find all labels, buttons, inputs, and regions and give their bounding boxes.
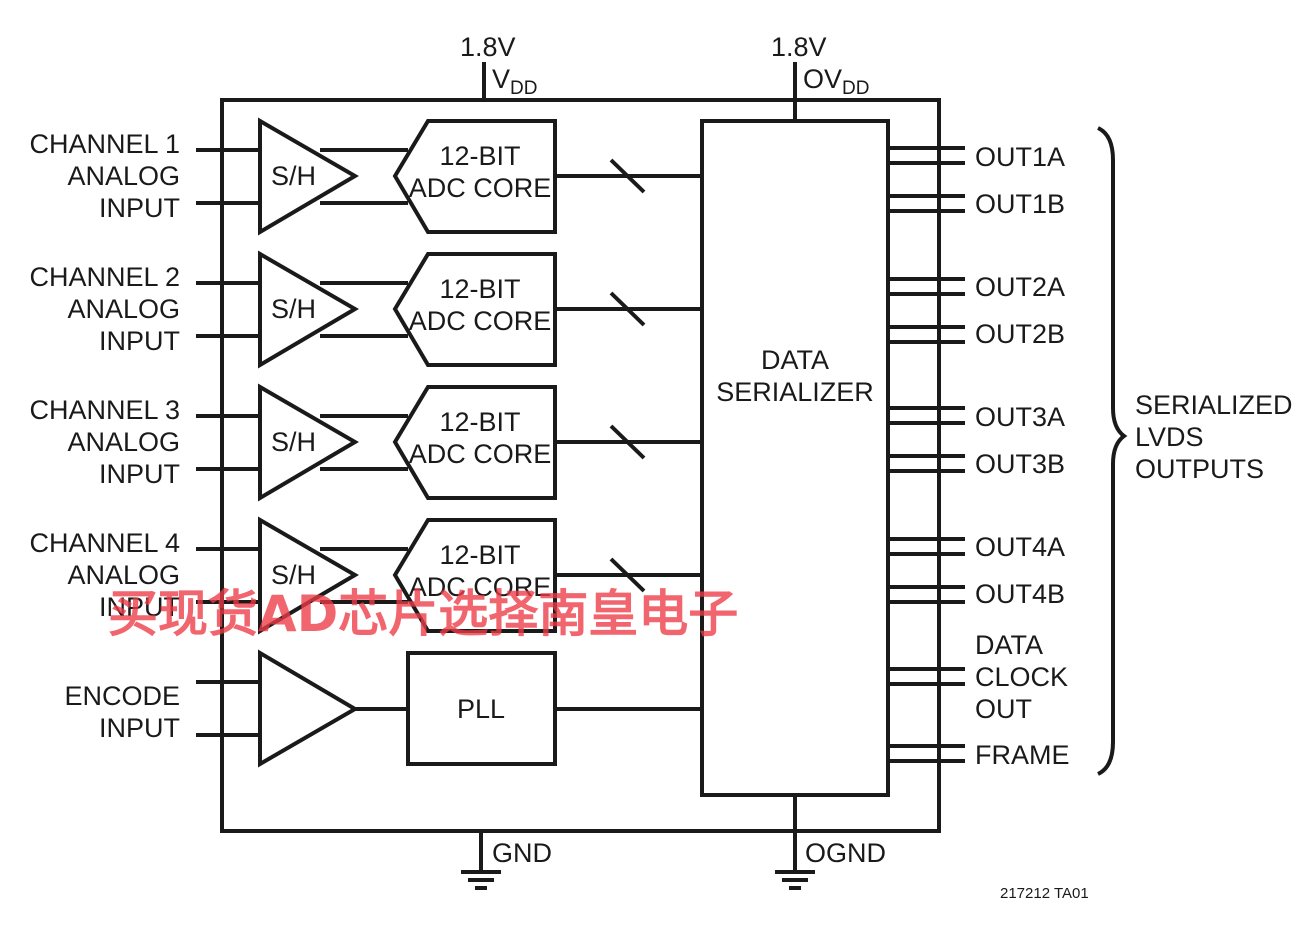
encode-row: ENCODE INPUT PLL [64,649,702,768]
vdd-pin: 1.8V VDD [460,32,537,100]
channel-label-analog: ANALOG [67,560,180,590]
frame-label: FRAME [975,740,1070,770]
channel-label: CHANNEL 2 [29,262,180,292]
channel-label-input: INPUT [99,193,180,223]
serializer-label-line1: DATA [761,345,829,375]
bus-slash [609,424,646,460]
bus-label-line3: OUTPUTS [1135,454,1264,484]
channel-4: CHANNEL 4 ANALOG INPUT S/H 12-BIT ADC CO… [29,516,702,635]
adc-label-core: ADC CORE [409,439,552,469]
output-label: OUT1A [975,142,1065,172]
package-outline [220,98,941,833]
output-label: OUT2A [975,272,1065,302]
output-out2b: OUT2B [888,319,1065,349]
channel-2: CHANNEL 2 ANALOG INPUT S/H 12-BIT ADC CO… [29,250,702,369]
output-out3b: OUT3B [888,449,1065,479]
sh-label: S/H [271,161,316,191]
sh-label: S/H [271,560,316,590]
adc-label-core: ADC CORE [409,173,552,203]
output-label: OUT3A [975,402,1065,432]
gnd-label: GND [492,838,552,868]
adc-label-bits: 12-BIT [439,407,520,437]
output-label: OUT1B [975,189,1065,219]
channel-label-analog: ANALOG [67,294,180,324]
serializer-label-line2: SERIALIZER [716,377,874,407]
channel-1: CHANNEL 1 ANALOG INPUT S/H 12-BIT ADC CO… [29,117,702,236]
ognd-pin: OGND [775,795,886,890]
clock-out-label-line3: OUT [975,694,1032,724]
vdd-voltage-label: 1.8V [460,32,516,62]
adc-core-block [392,119,557,234]
channel-label-analog: ANALOG [67,427,180,457]
sample-hold-amp [258,516,359,635]
output-data-clock-out: DATA CLOCK OUT [888,630,1068,724]
bus-slash [609,557,646,593]
output-out3a: OUT3A [888,402,1065,432]
encode-buffer-amp [258,649,359,768]
bus-label-line1: SERIALIZED [1135,390,1293,420]
channel-label: CHANNEL 4 [29,528,180,558]
adc-label-bits: 12-BIT [439,540,520,570]
watermark-text: 买现货AD芯片选择南皇电子 [108,585,738,643]
adc-label-bits: 12-BIT [439,274,520,304]
outputs-brace [1097,126,1128,776]
clock-out-label-line1: DATA [975,630,1043,660]
pll-block [406,651,557,766]
sh-label: S/H [271,294,316,324]
adc-label-core: ADC CORE [409,306,552,336]
ognd-label: OGND [805,838,886,868]
adc-core-block [392,518,557,633]
pll-label: PLL [457,694,505,724]
ovdd-label: OVDD [803,64,869,99]
channel-label-input: INPUT [99,592,180,622]
data-serializer-block [700,119,890,797]
output-label: OUT4B [975,579,1065,609]
output-frame: FRAME [888,740,1070,770]
adc-core-block [392,252,557,367]
output-out4a: OUT4A [888,532,1065,562]
adc-label-bits: 12-BIT [439,141,520,171]
output-out4b: OUT4B [888,579,1065,609]
figure-id: 217212 TA01 [1000,885,1089,902]
channel-label-input: INPUT [99,326,180,356]
sample-hold-amp [258,383,359,502]
channel-label: CHANNEL 1 [29,129,180,159]
output-out2a: OUT2A [888,272,1065,302]
sh-label: S/H [271,427,316,457]
adc-label-core: ADC CORE [409,572,552,602]
adc-core-block [392,385,557,500]
output-out1b: OUT1B [888,189,1065,219]
sample-hold-amp [258,250,359,369]
output-out1a: OUT1A [888,142,1065,172]
gnd-pin: GND [461,831,552,890]
output-label: OUT3B [975,449,1065,479]
bus-slash [609,291,646,327]
bus-slash [609,158,646,194]
encode-label: ENCODE [64,681,180,711]
channel-label-analog: ANALOG [67,161,180,191]
clock-out-label-line2: CLOCK [975,662,1068,692]
output-label: OUT2B [975,319,1065,349]
lvds-outputs: OUT1A OUT1B OUT2A OUT2B OUT3A OUT3B OUT4… [888,142,1070,770]
sample-hold-amp [258,117,359,236]
ovdd-voltage-label: 1.8V [771,32,827,62]
channel-3: CHANNEL 3 ANALOG INPUT S/H 12-BIT ADC CO… [29,383,702,502]
vdd-label: VDD [492,64,537,99]
output-label: OUT4A [975,532,1065,562]
channel-label-input: INPUT [99,459,180,489]
channel-label: CHANNEL 3 [29,395,180,425]
bus-label-line2: LVDS [1135,422,1204,452]
encode-input-label: INPUT [99,713,180,743]
ovdd-pin: 1.8V OVDD [771,32,869,121]
